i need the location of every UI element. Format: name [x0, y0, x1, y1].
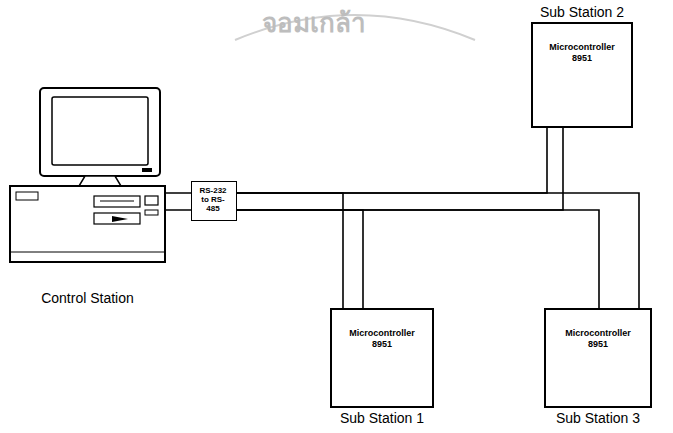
watermark: จอมเกล้า: [262, 2, 366, 43]
microcontroller-label: Microcontroller 8951: [561, 328, 635, 350]
computer-node: Control Station: [10, 186, 165, 306]
computer-illustration: [10, 88, 165, 262]
station-label: Sub Station 1: [340, 410, 424, 426]
microcontroller-label: Microcontroller 8951: [345, 328, 419, 350]
station-label: Control Station: [10, 290, 165, 306]
converter-outline: RS-232 to RS-485: [191, 181, 237, 221]
substation-node: Sub Station 2 Microcontroller 8951: [519, 4, 645, 128]
microcontroller-box: Microcontroller 8951: [330, 308, 434, 408]
computer-case: [10, 186, 165, 262]
station-label: Sub Station 2: [540, 4, 624, 20]
bus-wire: [165, 193, 191, 210]
bus-wire: [237, 193, 639, 308]
microcontroller-label: Microcontroller 8951: [545, 42, 619, 64]
converter-label: RS-232 to RS-485: [195, 186, 231, 213]
substation-node: Microcontroller 8951Sub Station 3: [532, 308, 664, 426]
converter-box: RS-232 to RS-485: [191, 181, 237, 221]
microcontroller-box: Microcontroller 8951: [531, 22, 633, 128]
station-label: Sub Station 3: [556, 410, 640, 426]
substation-node: Microcontroller 8951Sub Station 1: [318, 308, 446, 426]
bus-wire: [237, 128, 563, 210]
microcontroller-box: Microcontroller 8951: [544, 308, 652, 408]
